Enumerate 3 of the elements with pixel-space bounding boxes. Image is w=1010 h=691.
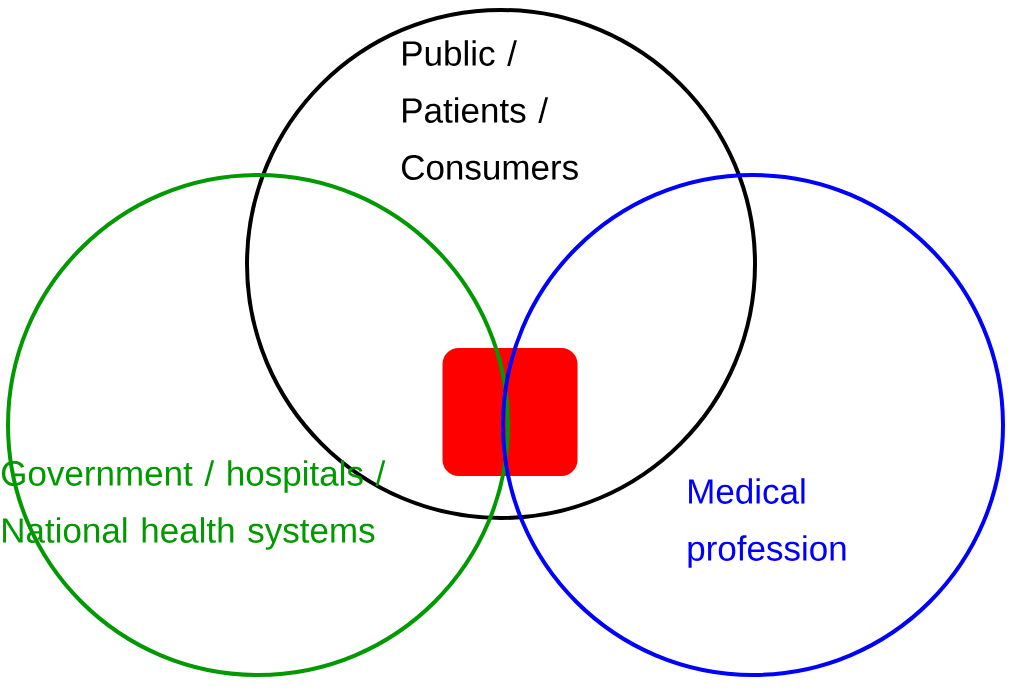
rounded-square xyxy=(442,348,578,476)
circle-label: Public / Patients / Consumers xyxy=(402,40,578,180)
circle-label: Medical profession xyxy=(688,478,846,568)
